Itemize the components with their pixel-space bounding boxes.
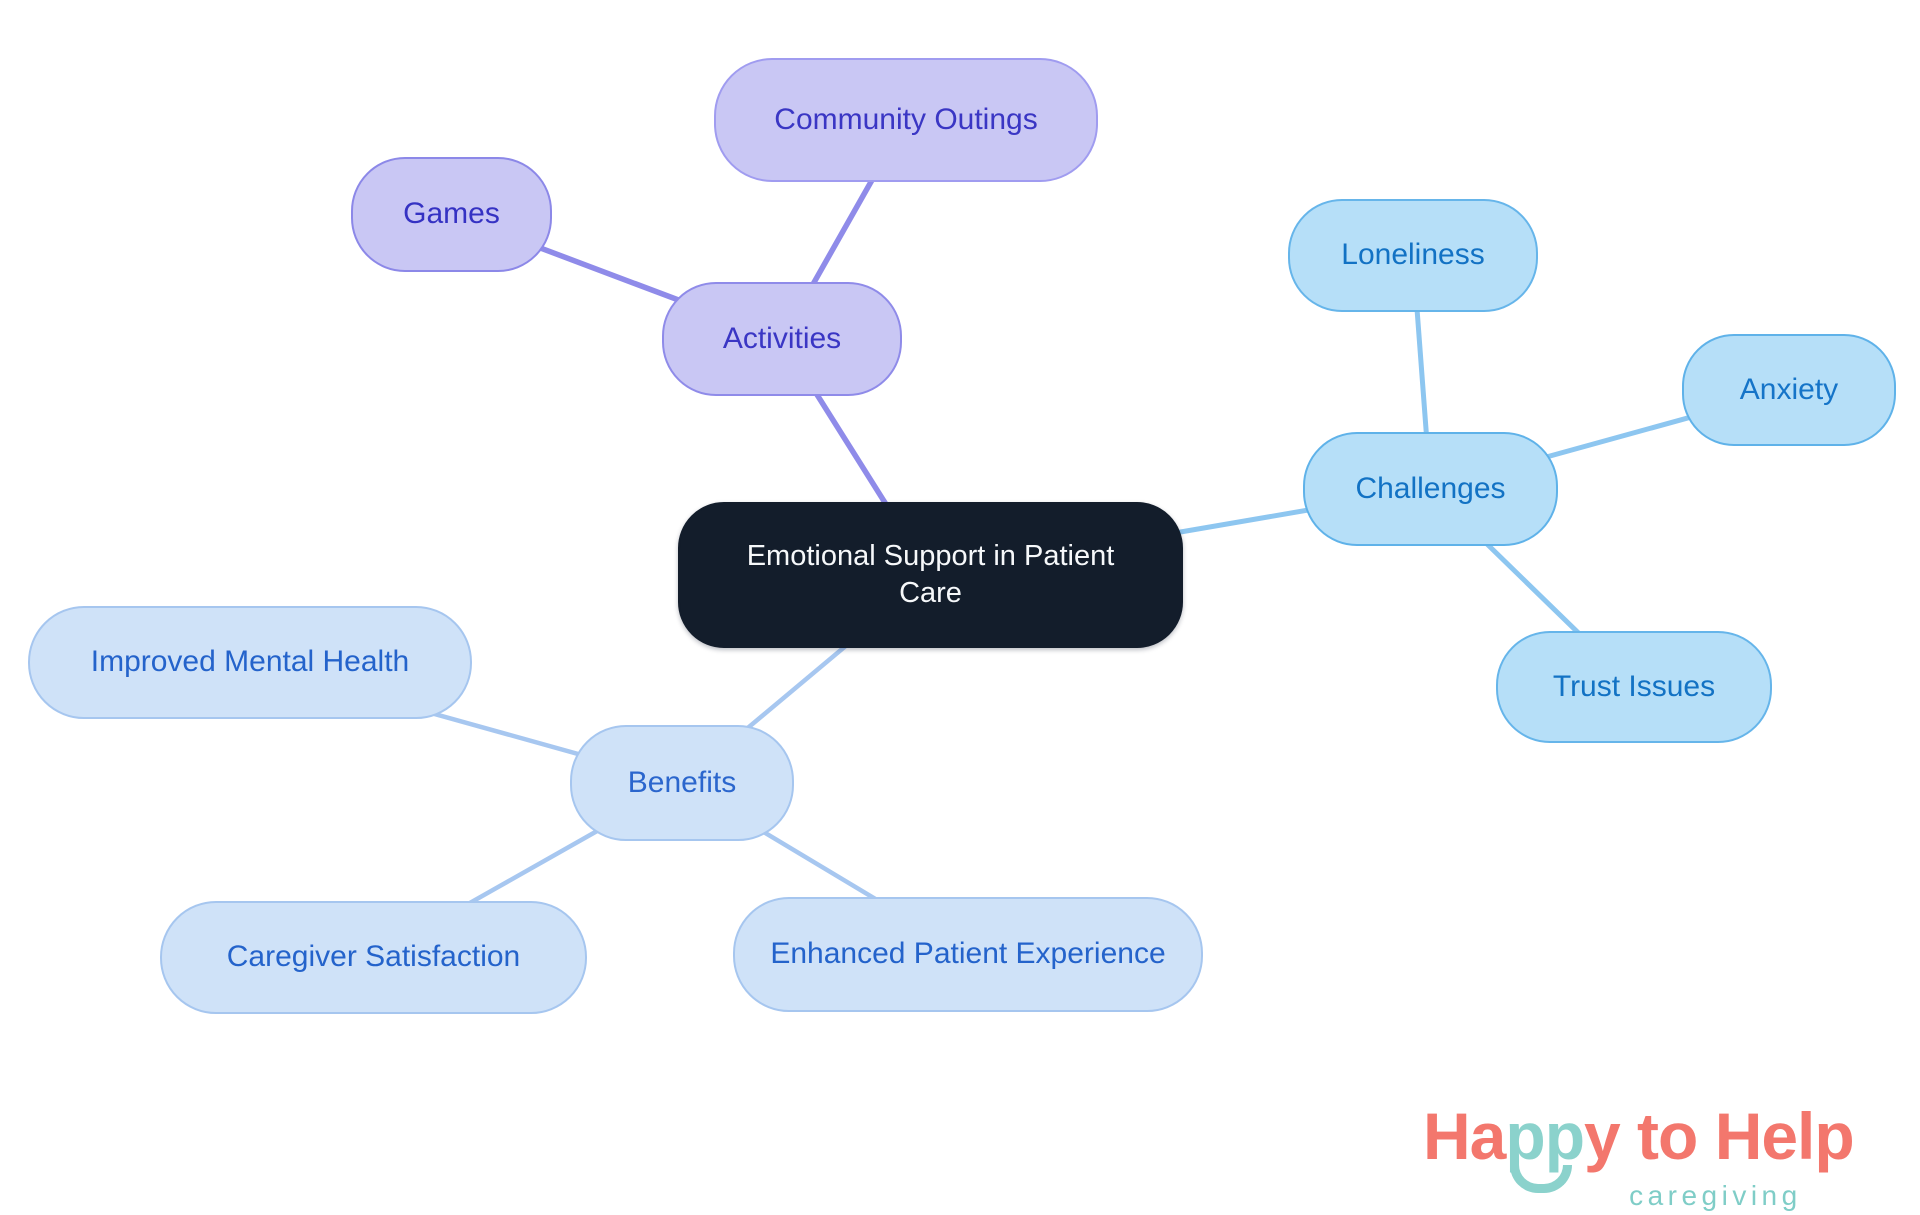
node-enhanced-patient-experience[interactable]: Enhanced Patient Experience	[733, 897, 1203, 1012]
node-anxiety[interactable]: Anxiety	[1682, 334, 1896, 446]
logo-text-ha: Ha	[1423, 1099, 1506, 1173]
node-label: Anxiety	[1739, 372, 1839, 406]
node-games[interactable]: Games	[351, 157, 552, 272]
node-label: Challenges	[1355, 471, 1506, 505]
smile-icon	[1510, 1165, 1573, 1193]
logo-tagline: caregiving	[1629, 1180, 1802, 1211]
node-label: Community Outings	[774, 102, 1038, 136]
node-trust-issues[interactable]: Trust Issues	[1496, 631, 1772, 743]
node-label: Emotional Support in Patient Care	[746, 539, 1115, 609]
node-label: Games	[403, 197, 500, 231]
node-loneliness[interactable]: Loneliness	[1288, 199, 1538, 312]
node-label: Caregiver Satisfaction	[226, 940, 521, 974]
node-improved-mental-health[interactable]: Improved Mental Health	[28, 606, 472, 719]
logo-text-y-to-help: y to Help	[1584, 1099, 1855, 1173]
node-label: Trust Issues	[1552, 669, 1716, 703]
node-caregiver-satisfaction[interactable]: Caregiver Satisfaction	[160, 901, 587, 1014]
logo-text-pp: pp	[1505, 1099, 1585, 1173]
node-root[interactable]: Emotional Support in Patient Care	[678, 502, 1183, 648]
node-label: Loneliness	[1341, 238, 1485, 272]
node-challenges[interactable]: Challenges	[1303, 432, 1558, 546]
node-label: Improved Mental Health	[90, 645, 410, 679]
node-label: Activities	[722, 321, 842, 355]
node-community-outings[interactable]: Community Outings	[714, 58, 1098, 182]
node-activities[interactable]: Activities	[662, 282, 902, 396]
node-benefits[interactable]: Benefits	[570, 725, 794, 841]
node-label: Benefits	[627, 765, 737, 799]
node-label: Enhanced Patient Experience	[770, 937, 1166, 971]
